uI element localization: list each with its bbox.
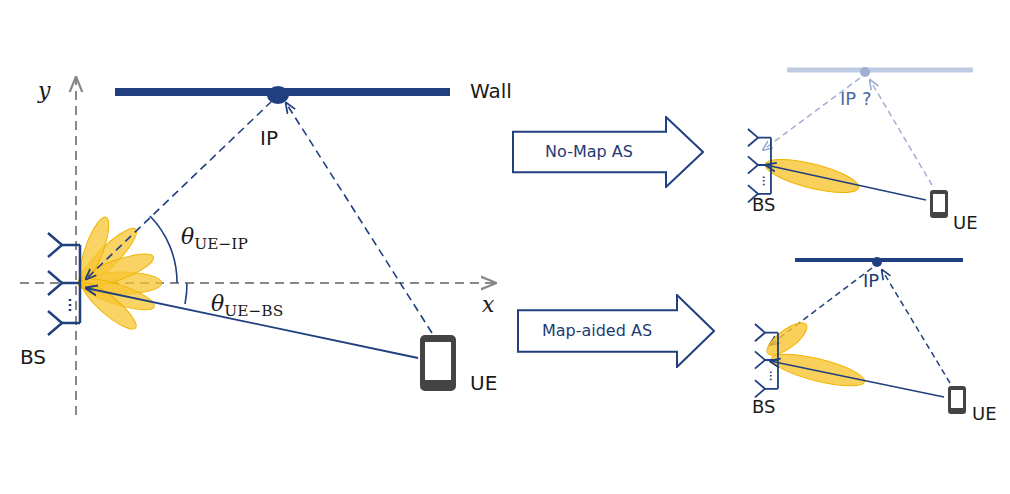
text-label: IP: [260, 128, 278, 148]
text-label: x: [482, 294, 494, 316]
text-label: y: [38, 80, 50, 102]
block-arrow: Map-aided AS: [517, 294, 715, 368]
text-label: BS: [752, 196, 775, 214]
text-label: BS: [752, 398, 775, 416]
angle-label: θUE−BS: [211, 293, 283, 320]
block-arrow: No-Map AS: [512, 116, 704, 188]
arrow-text: No-Map AS: [545, 144, 633, 160]
text-label: IP: [863, 272, 879, 290]
text-label: UE: [972, 405, 997, 423]
angle-label: θUE−IP: [181, 226, 248, 253]
text-label: BS: [20, 347, 46, 367]
text-label: Wall: [470, 81, 512, 101]
text-label: IP ?: [840, 90, 871, 108]
arrow-text: Map-aided AS: [542, 323, 652, 339]
text-label: UE: [470, 373, 497, 393]
text-label: UE: [953, 214, 978, 232]
